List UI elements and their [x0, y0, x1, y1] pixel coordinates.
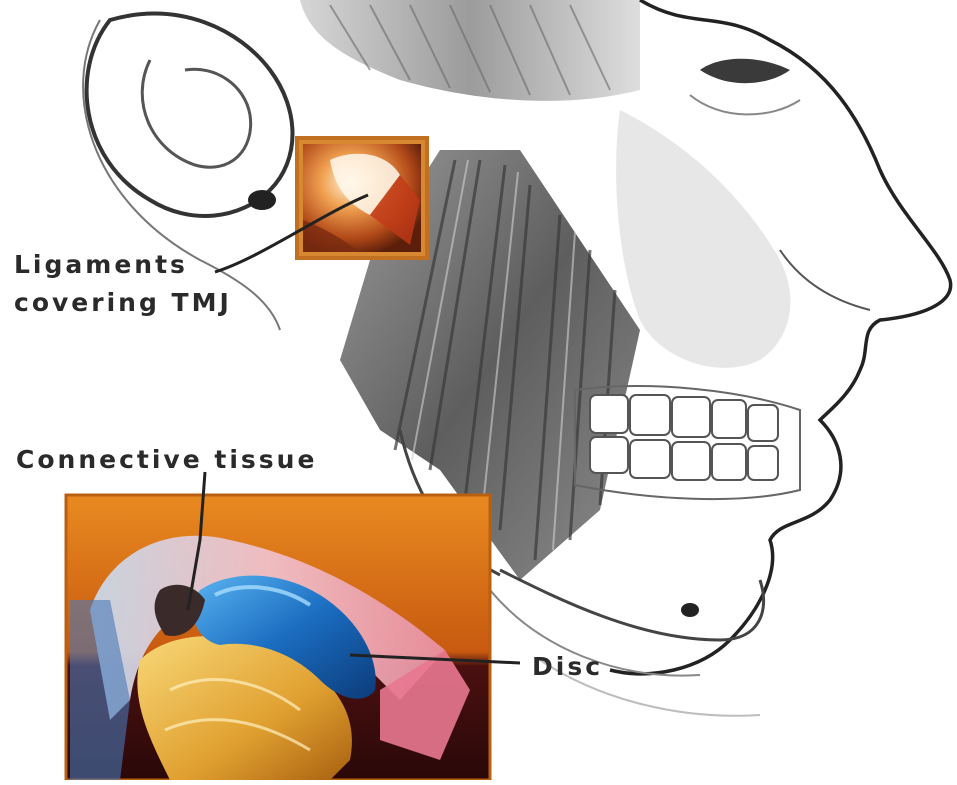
- label-ligaments-line2: covering TMJ: [14, 288, 232, 317]
- label-ligaments-line1: Ligaments: [14, 250, 188, 279]
- label-disc: Disc: [532, 652, 603, 681]
- teeth: [590, 395, 778, 480]
- joint-cross-section-inset: [66, 495, 490, 780]
- label-connective-tissue: Connective tissue: [16, 445, 317, 474]
